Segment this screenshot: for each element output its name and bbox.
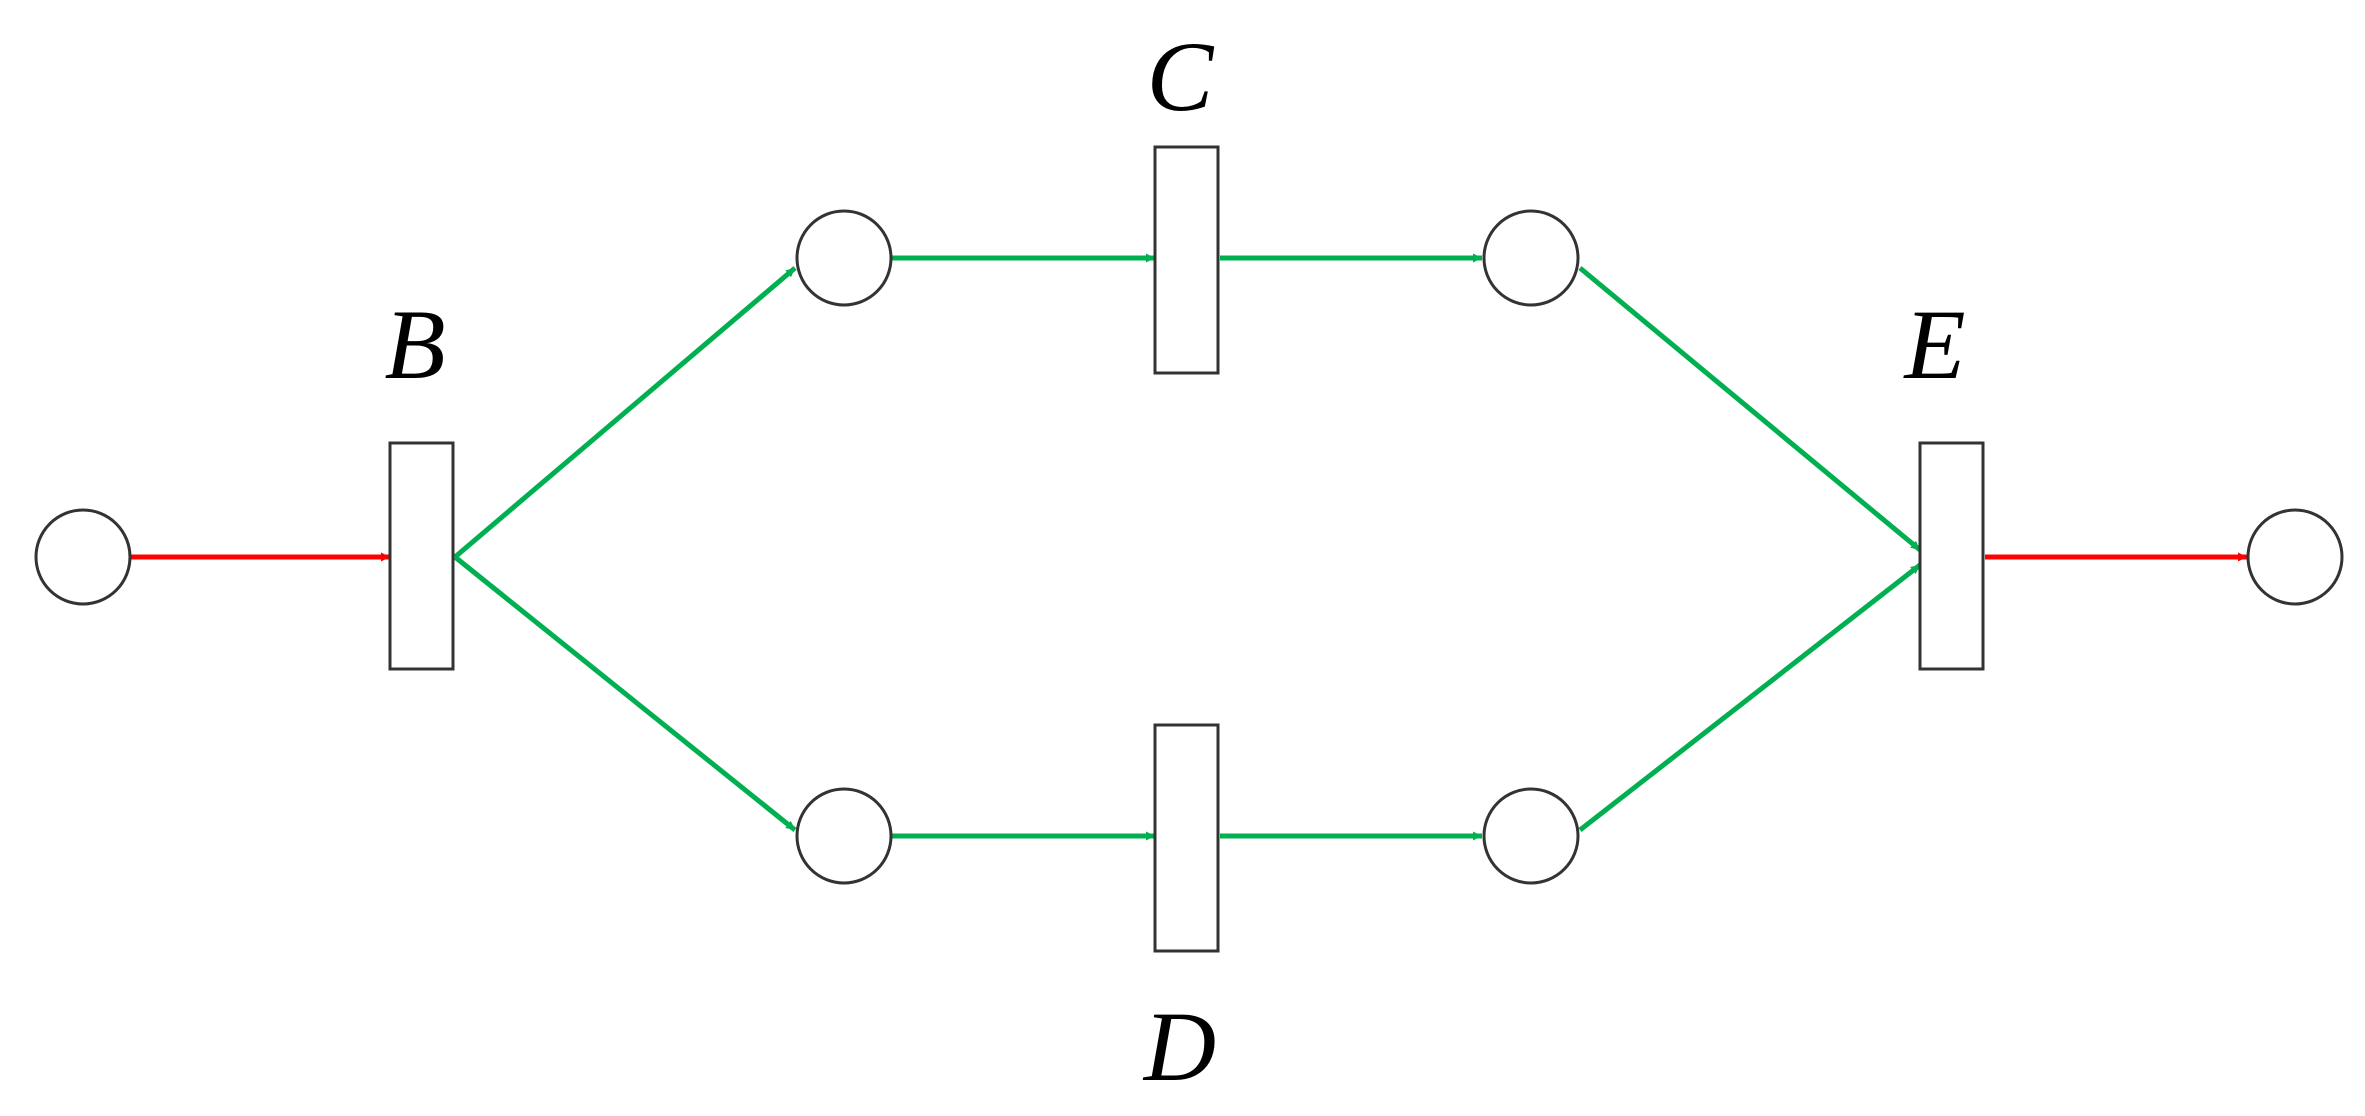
label-d: D — [1142, 991, 1216, 1102]
transition-c — [1153, 145, 1220, 375]
places — [34, 209, 2344, 885]
place-start — [34, 508, 132, 606]
transition-d — [1153, 723, 1220, 953]
place-upper-left — [795, 209, 893, 307]
arc-lower-right-place-to-e — [1578, 563, 1922, 832]
arcs — [131, 253, 2247, 841]
label-e: E — [1902, 289, 1965, 400]
place-upper-right — [1482, 209, 1580, 307]
arc-b-to-lower-left-place — [453, 555, 797, 832]
place-end — [2246, 508, 2344, 606]
arc-upper-right-place-to-e — [1578, 266, 1922, 552]
label-b: B — [384, 289, 445, 400]
label-c: C — [1147, 21, 1215, 132]
arc-b-to-upper-left-place — [453, 266, 797, 559]
place-lower-left — [795, 787, 893, 885]
transitions — [388, 145, 1985, 953]
transition-b — [388, 441, 455, 671]
labels: B C D E — [384, 21, 1965, 1102]
transition-e — [1918, 441, 1985, 671]
place-lower-right — [1482, 787, 1580, 885]
